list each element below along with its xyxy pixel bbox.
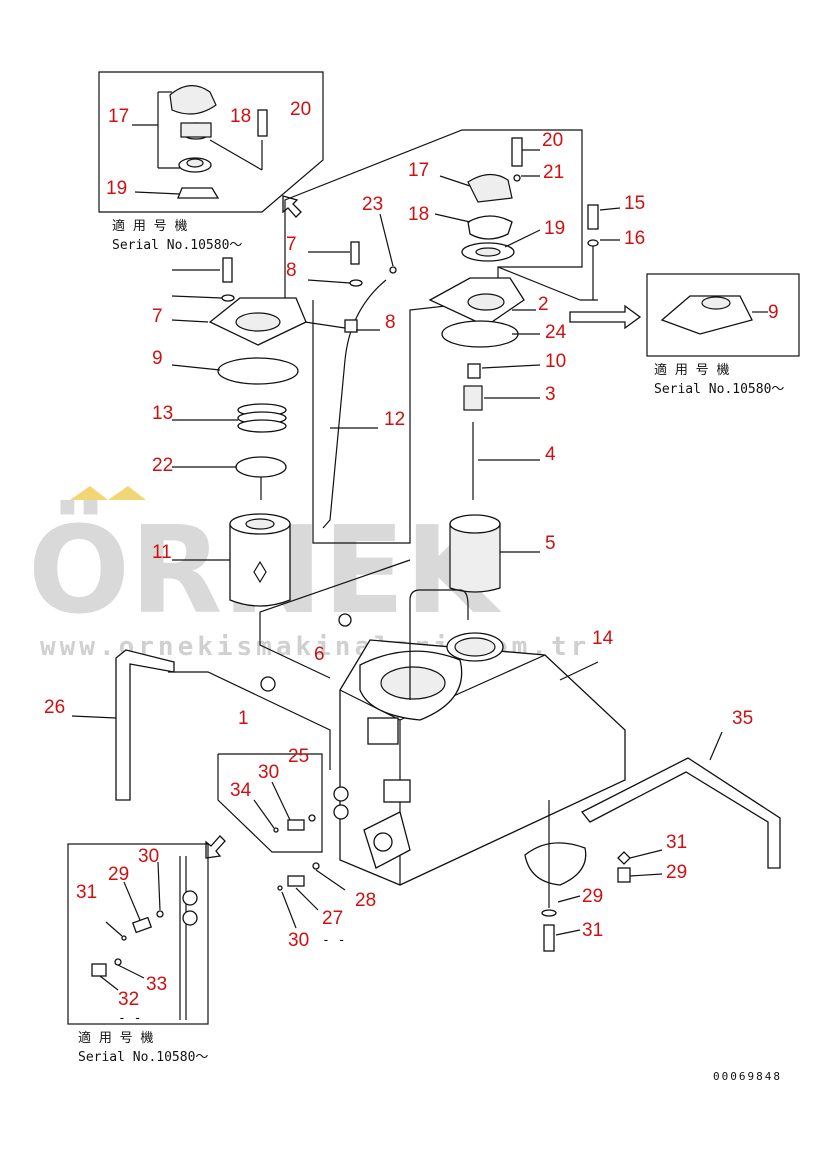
serial-note-line2: Serial No.10580〜 — [112, 238, 242, 253]
callout: 27 — [322, 908, 343, 929]
callout: 11 — [152, 542, 172, 563]
serial-note-line2: Serial No.10580〜 — [654, 382, 784, 397]
dash-mark: - - — [322, 933, 345, 948]
serial-note-line1: 適 用 号 機 — [654, 362, 729, 378]
serial-note-line2: Serial No.10580〜 — [78, 1050, 208, 1065]
callout: 2 — [538, 294, 549, 315]
inset-right: 9 — [646, 273, 800, 357]
callout: 13 — [152, 403, 173, 424]
callout: 8 — [286, 260, 297, 281]
callout: 29 — [108, 864, 129, 885]
callout: 29 — [582, 886, 603, 907]
callout: 17 — [408, 160, 429, 181]
bracket-left — [71, 649, 175, 801]
callout: 34 — [230, 780, 252, 801]
callout: 17 — [108, 106, 129, 127]
inset-bottom-left: 30 29 31 33 32 - - — [67, 843, 209, 1026]
callout: 25 — [288, 746, 309, 767]
callout: 3 — [545, 384, 556, 405]
callout: 29 — [666, 862, 687, 883]
callout: 30 — [258, 762, 279, 783]
callout: 31 — [666, 832, 687, 853]
arrow-icon — [282, 195, 302, 218]
callout: 31 — [582, 920, 603, 941]
callout: 16 — [624, 228, 645, 249]
callout: 7 — [152, 306, 163, 327]
arrow-right-icon — [569, 304, 642, 330]
callout: 32 — [118, 989, 139, 1010]
callout: 14 — [592, 628, 614, 649]
callout: 30 — [138, 846, 159, 867]
callout: 21 — [543, 162, 564, 183]
callout: 20 — [542, 130, 563, 151]
filter-stack — [171, 257, 307, 607]
callout: 33 — [146, 974, 167, 995]
watermark: ÖRNEK www.ornekismakinalari.com.tr — [28, 486, 586, 662]
callout: 19 — [106, 178, 127, 199]
callout: 4 — [545, 444, 556, 465]
breather-stack — [428, 137, 621, 593]
serial-note-line1: 適 用 号 機 — [78, 1030, 153, 1046]
hydraulic-tank — [260, 589, 626, 886]
callout: 18 — [408, 204, 429, 225]
callout: 31 — [76, 882, 97, 903]
callout: 28 — [355, 890, 376, 911]
callout: 26 — [44, 697, 65, 718]
callout: 10 — [545, 351, 566, 372]
callout: 9 — [152, 348, 163, 369]
callout: 35 — [732, 708, 753, 729]
callout: 15 — [624, 193, 645, 214]
callout: 18 — [230, 106, 251, 127]
serial-note-line1: 適 用 号 機 — [112, 218, 187, 234]
drain-assembly — [524, 800, 663, 952]
dipstick — [304, 213, 397, 529]
fittings-center — [217, 753, 346, 929]
callout: 20 — [290, 99, 311, 120]
callout: 7 — [286, 234, 297, 255]
callout: 1 — [238, 708, 249, 729]
callout: 23 — [362, 194, 383, 215]
callout: 24 — [545, 322, 567, 343]
arrow-down-left-icon — [205, 835, 226, 859]
bracket-right — [580, 731, 781, 869]
callouts-main: 20 17 21 18 23 19 15 16 7 8 7 8 2 24 9 1… — [44, 130, 753, 951]
callout: 9 — [768, 302, 779, 323]
callout: 30 — [288, 930, 309, 951]
dash-mark: - - — [118, 1011, 141, 1026]
inset-top-left: 17 18 20 19 — [98, 71, 324, 213]
callout: 22 — [152, 455, 173, 476]
callout: 6 — [314, 644, 325, 665]
callout: 8 — [385, 312, 396, 333]
callout: 12 — [384, 409, 405, 430]
drawing-code: 00069848 — [713, 1070, 782, 1083]
callout: 19 — [544, 218, 565, 239]
callout: 5 — [545, 533, 556, 554]
main-outline — [168, 129, 598, 770]
